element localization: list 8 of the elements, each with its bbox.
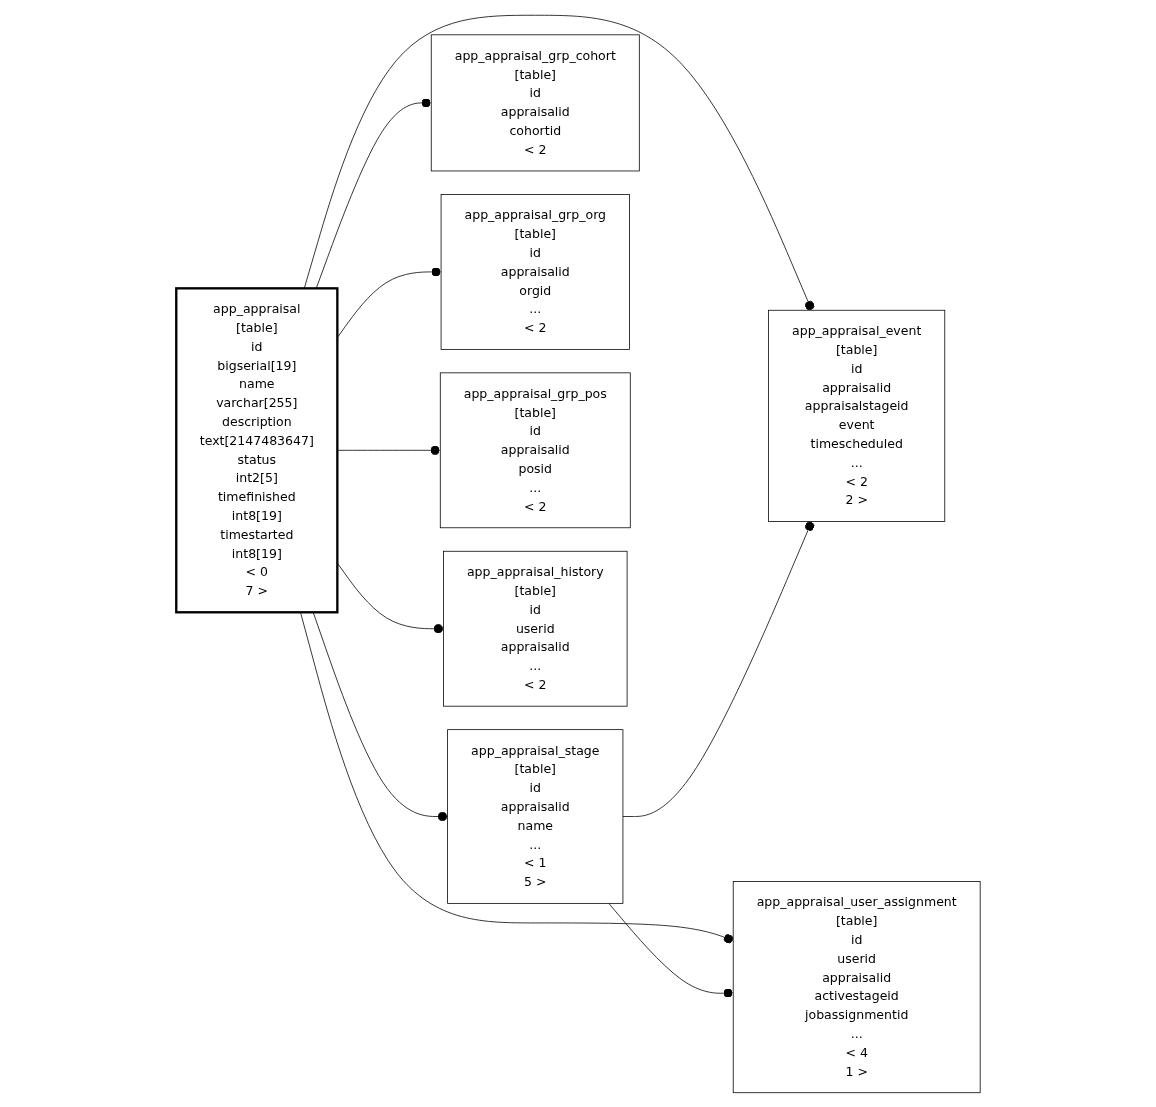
node-box: app_appraisal_grp_cohort [table] id appraisalid cohortid < 2 [430, 33, 640, 171]
node-box: app_appraisal_grp_org [table] id appraisalid orgid ... < 2 [440, 193, 630, 350]
node-box: app_appraisal_event [table] id appraisalid appraisalstageid event timescheduled ... < 2 2 > [767, 309, 945, 522]
node-box: app_appraisal_history [table] id userid appraisalid ... < 2 [442, 550, 628, 707]
node-box: app_appraisal_stage [table] id appraisalid name ... < 1 5 > [447, 728, 624, 904]
node-box: app_appraisal_grp_pos [table] id appraisalid posid ... < 2 [439, 371, 631, 528]
node-box: app_appraisal_user_assignment [table] id userid appraisalid activestageid jobassignmentid ... < 4 1 > [732, 880, 981, 1093]
node-box: app_appraisal [table] id bigserial[19] name varchar[255] description text[2147483647] status int2[5] timefinished int8[19] timestarted int8[19] < 0 7 > [174, 286, 339, 613]
